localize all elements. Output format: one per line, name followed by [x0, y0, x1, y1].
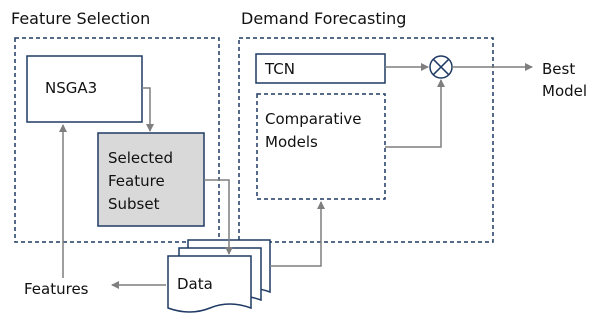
arrow-comparative-to-combine	[385, 79, 445, 148]
comparative-models-label-line2: Models	[265, 133, 318, 151]
best-model-label-line2: Model	[542, 82, 587, 100]
best-model-label-line1: Best	[542, 60, 575, 78]
arrow-subset-to-data	[204, 179, 233, 255]
features-label: Features	[24, 280, 89, 298]
data-stack-icon	[167, 239, 271, 313]
comparative-models-label-line1: Comparative	[265, 110, 362, 128]
selected-feature-subset-box	[97, 132, 205, 227]
nsga3-label: NSGA3	[45, 79, 97, 97]
selected-subset-label-line1: Selected	[108, 149, 173, 167]
selected-subset-label-line3: Subset	[108, 195, 160, 213]
selected-subset-label-line2: Feature	[108, 172, 165, 190]
arrow-data-to-comparative	[270, 201, 325, 267]
tcn-box	[255, 53, 386, 84]
feature-selection-container	[14, 37, 220, 243]
comparative-models-box	[256, 93, 386, 200]
combine-operator-icon	[429, 55, 453, 79]
tcn-label: TCN	[264, 60, 295, 78]
nsga3-box	[26, 55, 143, 123]
data-label: Data	[177, 275, 213, 293]
section-title-demand-forecasting: Demand Forecasting	[241, 9, 406, 28]
arrow-nsga3-to-subset	[142, 87, 154, 132]
section-title-feature-selection: Feature Selection	[11, 9, 150, 28]
demand-forecasting-container	[238, 37, 494, 243]
